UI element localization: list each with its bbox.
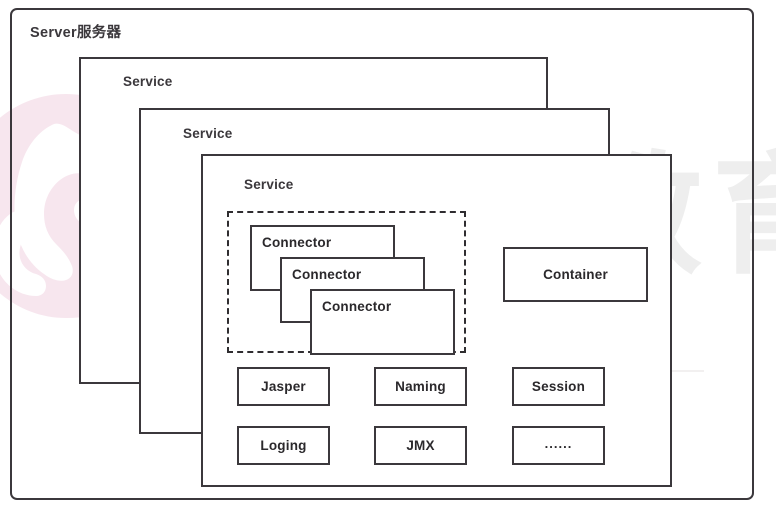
component-box-naming: Naming xyxy=(374,367,467,406)
component-box-more: ...... xyxy=(512,426,605,465)
connector-label-1: Connector xyxy=(262,235,332,250)
connector-label-2: Connector xyxy=(292,267,362,282)
component-box-jmx: JMX xyxy=(374,426,467,465)
connector-group: Connector Connector Connector xyxy=(227,211,466,355)
service-label-3: Service xyxy=(244,177,294,192)
service-label-1: Service xyxy=(123,74,173,89)
service-label-2: Service xyxy=(183,126,233,141)
connector-box-3: Connector xyxy=(310,289,455,355)
server-title: Server服务器 xyxy=(30,25,122,41)
connector-label-3: Connector xyxy=(322,299,392,314)
component-box-jasper: Jasper xyxy=(237,367,330,406)
container-box: Container xyxy=(503,247,648,302)
service-panel-3: Service Connector Connector Connector Co… xyxy=(201,154,672,487)
component-box-session: Session xyxy=(512,367,605,406)
component-box-loging: Loging xyxy=(237,426,330,465)
